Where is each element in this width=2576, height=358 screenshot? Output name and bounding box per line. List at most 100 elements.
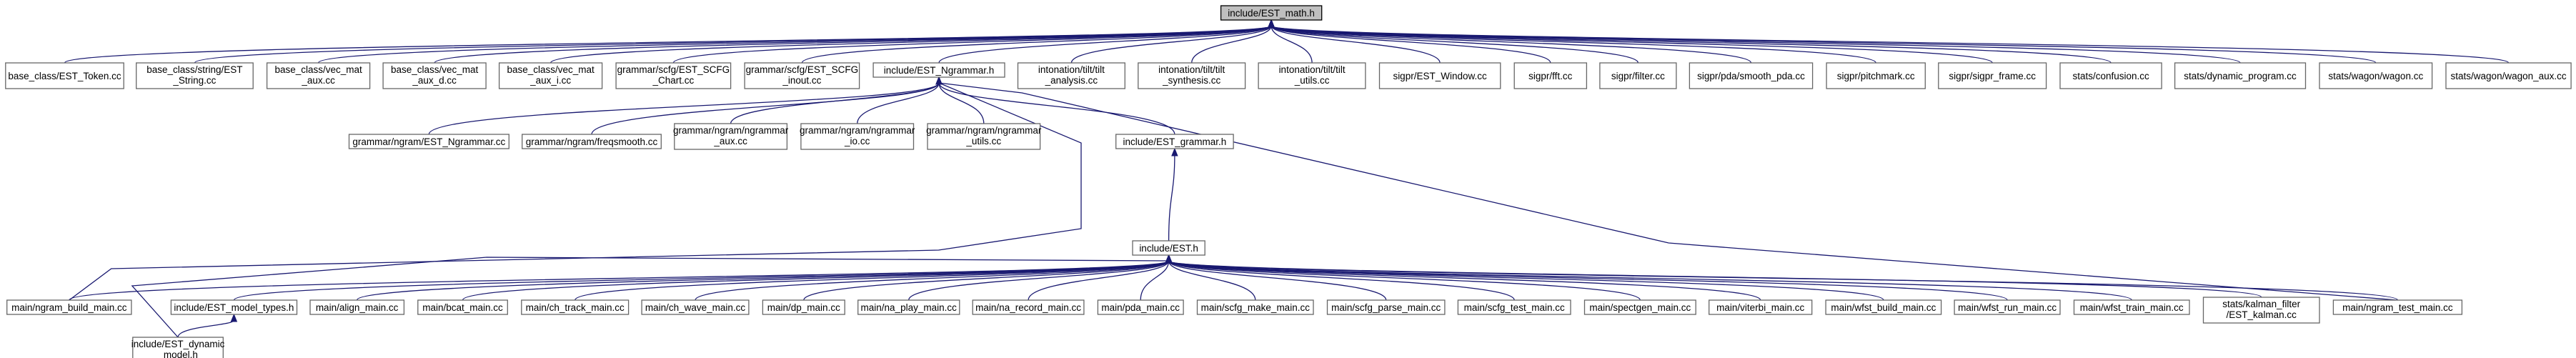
- node-main-na-play-main-cc[interactable]: main/na_play_main.cc: [857, 299, 960, 315]
- edge-n41-to-n28: [1168, 260, 1515, 301]
- node-label: main/ngram_build_main.cc: [11, 302, 127, 313]
- node-label: sigpr/EST_Window.cc: [1393, 71, 1487, 81]
- node-main-ngram-test-main-cc[interactable]: main/ngram_test_main.cc: [2332, 299, 2463, 315]
- node-box: [1709, 299, 1813, 315]
- node-base-class-est-token-cc[interactable]: base_class/EST_Token.cc: [5, 62, 124, 89]
- node-include-est-ngrammar-h[interactable]: include/EST_Ngrammar.h: [872, 62, 1005, 78]
- node-sigpr-filter-cc[interactable]: sigpr/filter.cc: [1599, 62, 1677, 89]
- node-main-wfst-train-main-cc[interactable]: main/wfst_train_main.cc: [2073, 299, 2190, 315]
- node-grammar-ngram-ngrammar-io-cc[interactable]: grammar/ngram/ngrammar_io.cc: [800, 123, 915, 150]
- node-base-class-vec-mat-aux-d-cc[interactable]: base_class/vec_mat_aux_d.cc: [382, 62, 487, 89]
- node-box: [348, 134, 509, 149]
- node-main-dp-main-cc[interactable]: main/dp_main.cc: [762, 299, 845, 315]
- edge-n46-to-n28: [1168, 260, 2132, 301]
- node-main-bcat-main-cc[interactable]: main/bcat_main.cc: [417, 299, 508, 315]
- node-main-scfg-parse-main-cc[interactable]: main/scfg_parse_main.cc: [1326, 299, 1446, 315]
- node-base-class-string-est-string-cc[interactable]: base_class/string/EST_String.cc: [136, 62, 254, 89]
- node-label: base_class/vec_mat: [274, 64, 362, 75]
- edge-n34-to-n28: [695, 260, 1170, 301]
- edge-n11-to-n0: [1270, 25, 1313, 64]
- node-sigpr-sigpr-frame-cc[interactable]: sigpr/sigpr_frame.cc: [1938, 62, 2047, 89]
- edge-n24-to-n8: [730, 82, 940, 124]
- node-include-est-grammar-h[interactable]: include/EST_grammar.h: [1115, 134, 1234, 149]
- node-grammar-ngram-freqsmooth-cc[interactable]: grammar/ngram/freqsmooth.cc: [522, 134, 662, 149]
- node-box: [1938, 62, 2047, 89]
- node-label: intonation/tilt/tilt: [1158, 64, 1225, 75]
- node-intonation-tilt-tilt-synthesis-cc[interactable]: intonation/tilt/tilt_synthesis.cc: [1138, 62, 1246, 89]
- edge-n27-to-n8: [938, 82, 1175, 135]
- node-label: grammar/ngram/ngrammar: [926, 125, 1042, 136]
- node-label: main/scfg_make_main.cc: [1201, 302, 1311, 313]
- node-include-est-dynamic-model-h[interactable]: include/EST_dynamic_model.h: [131, 337, 225, 358]
- node-stats-dynamic-program-cc[interactable]: stats/dynamic_program.cc: [2174, 62, 2307, 89]
- node-stats-wagon-wagon-aux-cc[interactable]: stats/wagon/wagon_aux.cc: [2445, 62, 2572, 89]
- node-main-pda-main-cc[interactable]: main/pda_main.cc: [1097, 299, 1184, 315]
- node-base-class-vec-mat-aux-cc[interactable]: base_class/vec_mat_aux.cc: [266, 62, 371, 89]
- node-label: stats/confusion.cc: [2072, 71, 2149, 81]
- arrowhead-n49-to-n30: [230, 313, 238, 322]
- node-sigpr-fft-cc[interactable]: sigpr/fft.cc: [1513, 62, 1588, 89]
- node-label: sigpr/pitchmark.cc: [1837, 71, 1915, 81]
- node-grammar-scfg-est-scfg-inout-cc[interactable]: grammar/scfg/EST_SCFG_inout.cc: [744, 62, 860, 89]
- node-main-wfst-run-main-cc[interactable]: main/wfst_run_main.cc: [1954, 299, 2061, 315]
- node-label: _String.cc: [172, 75, 216, 86]
- node-main-ch-wave-main-cc[interactable]: main/ch_wave_main.cc: [641, 299, 750, 315]
- node-box: [309, 299, 405, 315]
- edge-n13-to-n0: [1270, 25, 1551, 64]
- node-box: [132, 337, 224, 358]
- node-label: include/EST_model_types.h: [174, 302, 294, 313]
- node-label: _aux.cc: [713, 136, 747, 146]
- node-main-scfg-make-main-cc[interactable]: main/scfg_make_main.cc: [1196, 299, 1314, 315]
- node-label: sigpr/fft.cc: [1528, 71, 1573, 81]
- node-box: [1017, 62, 1125, 89]
- node-stats-wagon-wagon-cc[interactable]: stats/wagon/wagon.cc: [2319, 62, 2433, 89]
- node-grammar-ngram-ngrammar-utils-cc[interactable]: grammar/ngram/ngrammar_utils.cc: [926, 123, 1042, 150]
- arrowhead-n28-to-n27: [1171, 147, 1178, 156]
- node-label: main/wfst_run_main.cc: [1958, 302, 2057, 313]
- node-main-ch-track-main-cc[interactable]: main/ch_track_main.cc: [521, 299, 630, 315]
- node-main-wfst-build-main-cc[interactable]: main/wfst_build_main.cc: [1825, 299, 1942, 315]
- node-label: main/viterbi_main.cc: [1716, 302, 1804, 313]
- node-label: _model.h: [157, 349, 198, 358]
- node-box: [1132, 240, 1205, 256]
- node-intonation-tilt-tilt-analysis-cc[interactable]: intonation/tilt/tilt_analysis.cc: [1017, 62, 1125, 89]
- edge-n8-to-n0: [938, 25, 1272, 64]
- node-include-est-h[interactable]: include/EST.h: [1132, 240, 1205, 256]
- node-label: stats/wagon/wagon_aux.cc: [2451, 71, 2567, 81]
- node-grammar-ngram-ngrammar-aux-cc[interactable]: grammar/ngram/ngrammar_aux.cc: [673, 123, 789, 150]
- node-box: [927, 123, 1041, 150]
- edge-layer: [64, 19, 2510, 338]
- edge-n2-to-n0: [194, 25, 1272, 64]
- node-main-scfg-test-main-cc[interactable]: main/scfg_test_main.cc: [1457, 299, 1571, 315]
- edge-n14-to-n0: [1270, 25, 1639, 64]
- node-include-est-model-types-h[interactable]: include/EST_model_types.h: [170, 299, 298, 315]
- node-grammar-ngram-est-ngrammar-cc[interactable]: grammar/ngram/EST_Ngrammar.cc: [348, 134, 509, 149]
- node-label: grammar/ngram/EST_Ngrammar.cc: [352, 136, 505, 147]
- node-label: stats/kalman_filter: [2222, 299, 2300, 309]
- node-main-viterbi-main-cc[interactable]: main/viterbi_main.cc: [1709, 299, 1813, 315]
- node-box: [1954, 299, 2061, 315]
- node-main-ngram-build-main-cc[interactable]: main/ngram_build_main.cc: [6, 299, 132, 315]
- node-label: main/na_play_main.cc: [861, 302, 958, 313]
- node-sigpr-pda-smooth-pda-cc[interactable]: sigpr/pda/smooth_pda.cc: [1689, 62, 1814, 89]
- node-box: [382, 62, 487, 89]
- node-main-align-main-cc[interactable]: main/align_main.cc: [309, 299, 405, 315]
- node-grammar-scfg-est-scfg-chart-cc[interactable]: grammar/scfg/EST_SCFG_Chart.cc: [615, 62, 732, 89]
- node-sigpr-pitchmark-cc[interactable]: sigpr/pitchmark.cc: [1826, 62, 1926, 89]
- node-label: stats/dynamic_program.cc: [2184, 71, 2297, 81]
- node-stats-confusion-cc[interactable]: stats/confusion.cc: [2059, 62, 2162, 89]
- arrowhead-n21-to-n0: [1268, 19, 1275, 28]
- edge-n28-to-n27: [1168, 154, 1175, 242]
- node-intonation-tilt-tilt-utils-cc[interactable]: intonation/tilt/tilt_utils.cc: [1258, 62, 1366, 89]
- node-sigpr-est-window-cc[interactable]: sigpr/EST_Window.cc: [1378, 62, 1501, 89]
- node-main-na-record-main-cc[interactable]: main/na_record_main.cc: [972, 299, 1085, 315]
- node-base-class-vec-mat-aux-i-cc[interactable]: base_class/vec_mat_aux_i.cc: [498, 62, 603, 89]
- node-box: [762, 299, 845, 315]
- node-label: base_class/vec_mat: [391, 64, 479, 75]
- node-main-spectgen-main-cc[interactable]: main/spectgen_main.cc: [1583, 299, 1696, 315]
- node-include-est-math-h[interactable]: include/EST_math.h: [1220, 5, 1323, 21]
- node-label: main/spectgen_main.cc: [1589, 302, 1691, 313]
- node-box: [641, 299, 750, 315]
- node-box: [1599, 62, 1677, 89]
- node-stats-kalman-filter-est-kalman-cc[interactable]: stats/kalman_filter/EST_kalman.cc: [2202, 297, 2320, 324]
